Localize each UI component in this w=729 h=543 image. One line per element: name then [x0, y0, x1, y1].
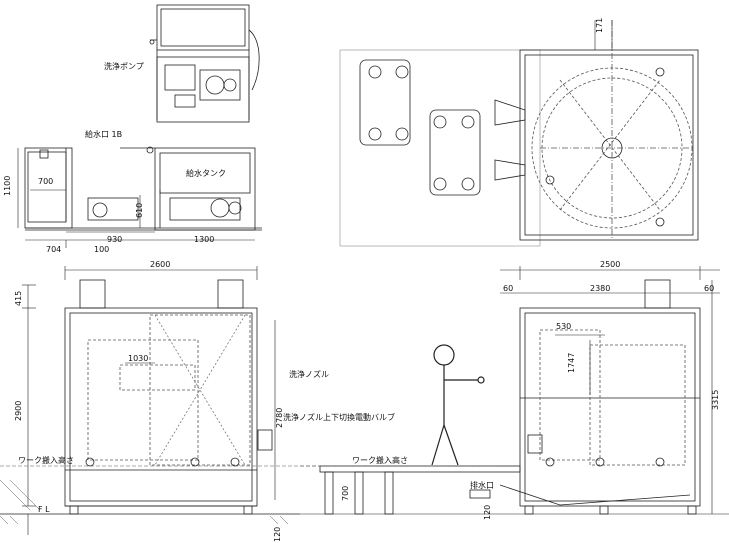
label-pump: 洗浄ポンプ	[104, 62, 144, 71]
dim-171: 171	[595, 17, 604, 33]
label-nozzle: 洗浄ノズル	[289, 370, 329, 379]
dim-700a: 700	[38, 177, 54, 186]
label-water-tank: 給水タンク	[186, 169, 226, 178]
dim-60a: 60	[503, 284, 514, 293]
dim-530: 530	[556, 322, 572, 331]
dim-1100: 1100	[3, 175, 12, 196]
dim-3315: 3315	[711, 389, 720, 410]
dim-100: 100	[94, 245, 110, 254]
dim-704: 704	[46, 245, 62, 254]
pump-top-view	[149, 4, 260, 123]
dim-60b: 60	[704, 284, 715, 293]
conveyor	[300, 465, 521, 515]
dim-1030: 1030	[128, 354, 149, 363]
dim-120a: 120	[273, 526, 282, 542]
label-valve: 洗浄ノズル上下切換電動バルブ	[283, 413, 395, 422]
dim-120b: 120	[483, 504, 492, 520]
label-fl: F L	[38, 505, 50, 514]
dim-1300: 1300	[194, 235, 215, 244]
dim-610: 610	[135, 202, 144, 218]
side-elevation	[469, 279, 701, 515]
label-work-height-left: ワーク搬入高さ	[18, 456, 74, 465]
pump-side-view	[24, 146, 262, 231]
plan-view	[339, 20, 699, 247]
dim-930: 930	[107, 235, 123, 244]
dim-415: 415	[14, 290, 23, 306]
person-figure	[431, 344, 485, 466]
dim-1747: 1747	[567, 352, 576, 373]
dim-2600: 2600	[150, 260, 171, 269]
dim-2500: 2500	[600, 260, 621, 269]
dim-700b: 700	[341, 485, 350, 501]
front-elevation	[64, 279, 273, 515]
label-work-height-right: ワーク搬入高さ	[352, 456, 408, 465]
dim-2380: 2380	[590, 284, 611, 293]
dim-2900: 2900	[14, 400, 23, 421]
label-drain: 排水口	[470, 481, 494, 490]
label-water-inlet: 給水口 1B	[85, 130, 123, 139]
dim-2780: 2780	[275, 407, 284, 428]
